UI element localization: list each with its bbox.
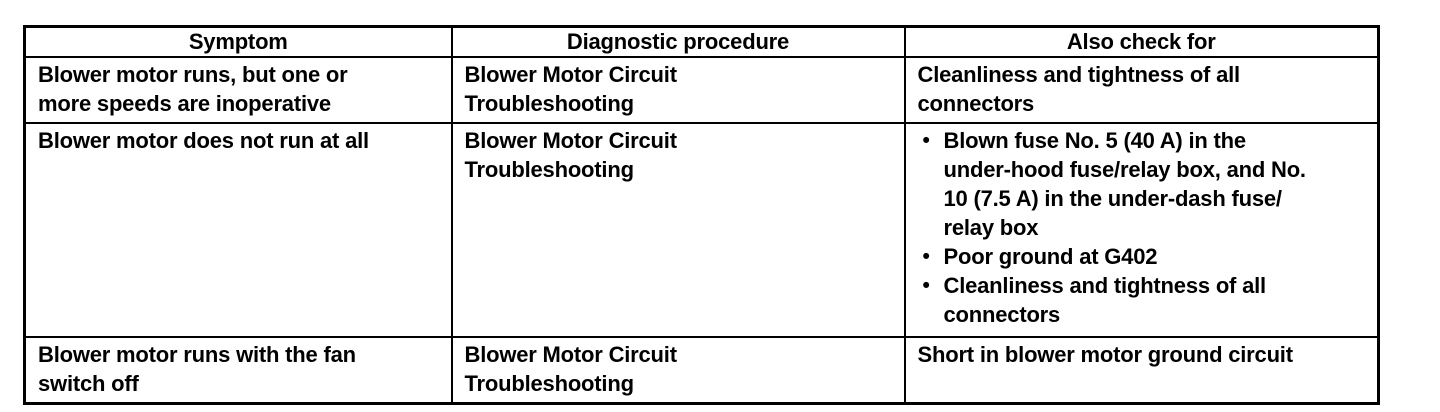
diagnostic-procedure-cell: Blower Motor Circuit Troubleshooting [450, 336, 906, 405]
symptom-cell: Blower motor runs with the fan switch of… [23, 336, 453, 405]
also-check-cell: Cleanliness and tightness of all connect… [903, 56, 1380, 124]
table-row: Blower motor runs with the fan switch of… [23, 336, 1380, 405]
also-check-cell: Blown fuse No. 5 (40 A) in the under-hoo… [903, 122, 1380, 338]
column-header-diagnostic-procedure: Diagnostic procedure [450, 25, 906, 58]
list-item: Blown fuse No. 5 (40 A) in the under-hoo… [918, 126, 1368, 242]
diagnostic-procedure-cell: Blower Motor Circuit Troubleshooting [450, 56, 906, 124]
diagnostic-procedure-text: Blower Motor Circuit Troubleshooting [464, 342, 678, 396]
column-header-symptom: Symptom [23, 25, 453, 58]
symptom-cell: Blower motor runs, but one or more speed… [23, 56, 453, 124]
also-check-text: Short in blower motor ground circuit [917, 342, 1294, 367]
diagnostic-procedure-text: Blower Motor Circuit Troubleshooting [464, 128, 678, 182]
also-check-cell: Short in blower motor ground circuit [903, 336, 1380, 405]
table-row: Blower motor does not run at all Blower … [23, 122, 1380, 338]
symptom-cell: Blower motor does not run at all [23, 122, 453, 338]
list-item: Cleanliness and tightness of all connect… [918, 271, 1368, 329]
symptom-diagnostic-table: Symptom Diagnostic procedure Also check … [23, 25, 1380, 405]
also-check-list: Blown fuse No. 5 (40 A) in the under-hoo… [918, 126, 1368, 329]
diagnostic-procedure-cell: Blower Motor Circuit Troubleshooting [450, 122, 906, 338]
symptom-text: Blower motor does not run at all [38, 128, 369, 153]
column-header-also-check-for: Also check for [903, 25, 1380, 58]
list-item: Poor ground at G402 [918, 242, 1368, 271]
diagnostic-procedure-text: Blower Motor Circuit Troubleshooting [464, 62, 678, 116]
header-row: Symptom Diagnostic procedure Also check … [23, 25, 1380, 58]
troubleshooting-table: Symptom Diagnostic procedure Also check … [23, 25, 1380, 405]
table-row: Blower motor runs, but one or more speed… [23, 56, 1380, 124]
also-check-text: Cleanliness and tightness of all connect… [917, 62, 1241, 116]
symptom-text: Blower motor runs, but one or more speed… [38, 62, 348, 116]
symptom-text: Blower motor runs with the fan switch of… [38, 342, 356, 396]
